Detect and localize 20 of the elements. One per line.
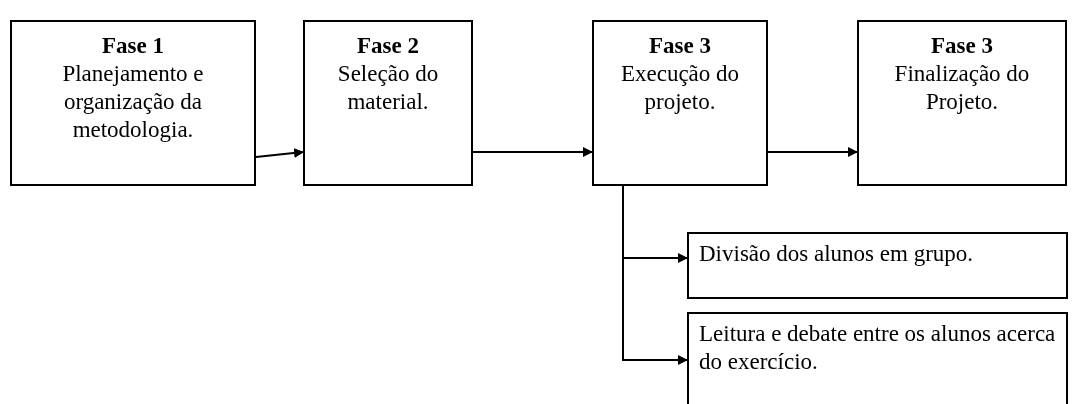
arrow	[622, 185, 688, 365]
phase-box	[303, 20, 473, 186]
phase-heading: Fase 3	[930, 32, 994, 60]
phase-description: Leitura e debate entre os alunos acerca do exercício.	[699, 320, 1057, 376]
phase-description: Divisão dos alunos em grupo.	[699, 240, 975, 268]
task-box	[687, 312, 1068, 404]
phase-heading: Fase 2	[356, 32, 420, 60]
phase-heading: Fase 1	[101, 32, 165, 60]
arrow	[255, 148, 304, 158]
phase-description: Seleção do material.	[336, 60, 440, 116]
phase-description: Finalização do Projeto.	[893, 60, 1031, 116]
phase-description: Planejamento e organização da metodologia.	[61, 60, 205, 144]
phase-box	[857, 20, 1067, 186]
phase-heading: Fase 3	[648, 32, 712, 60]
phase-description: Execução do projeto.	[619, 60, 741, 116]
task-box	[687, 232, 1068, 299]
phase-box	[592, 20, 768, 186]
arrow	[472, 147, 593, 157]
phase-box	[10, 20, 256, 186]
arrow	[767, 147, 858, 157]
